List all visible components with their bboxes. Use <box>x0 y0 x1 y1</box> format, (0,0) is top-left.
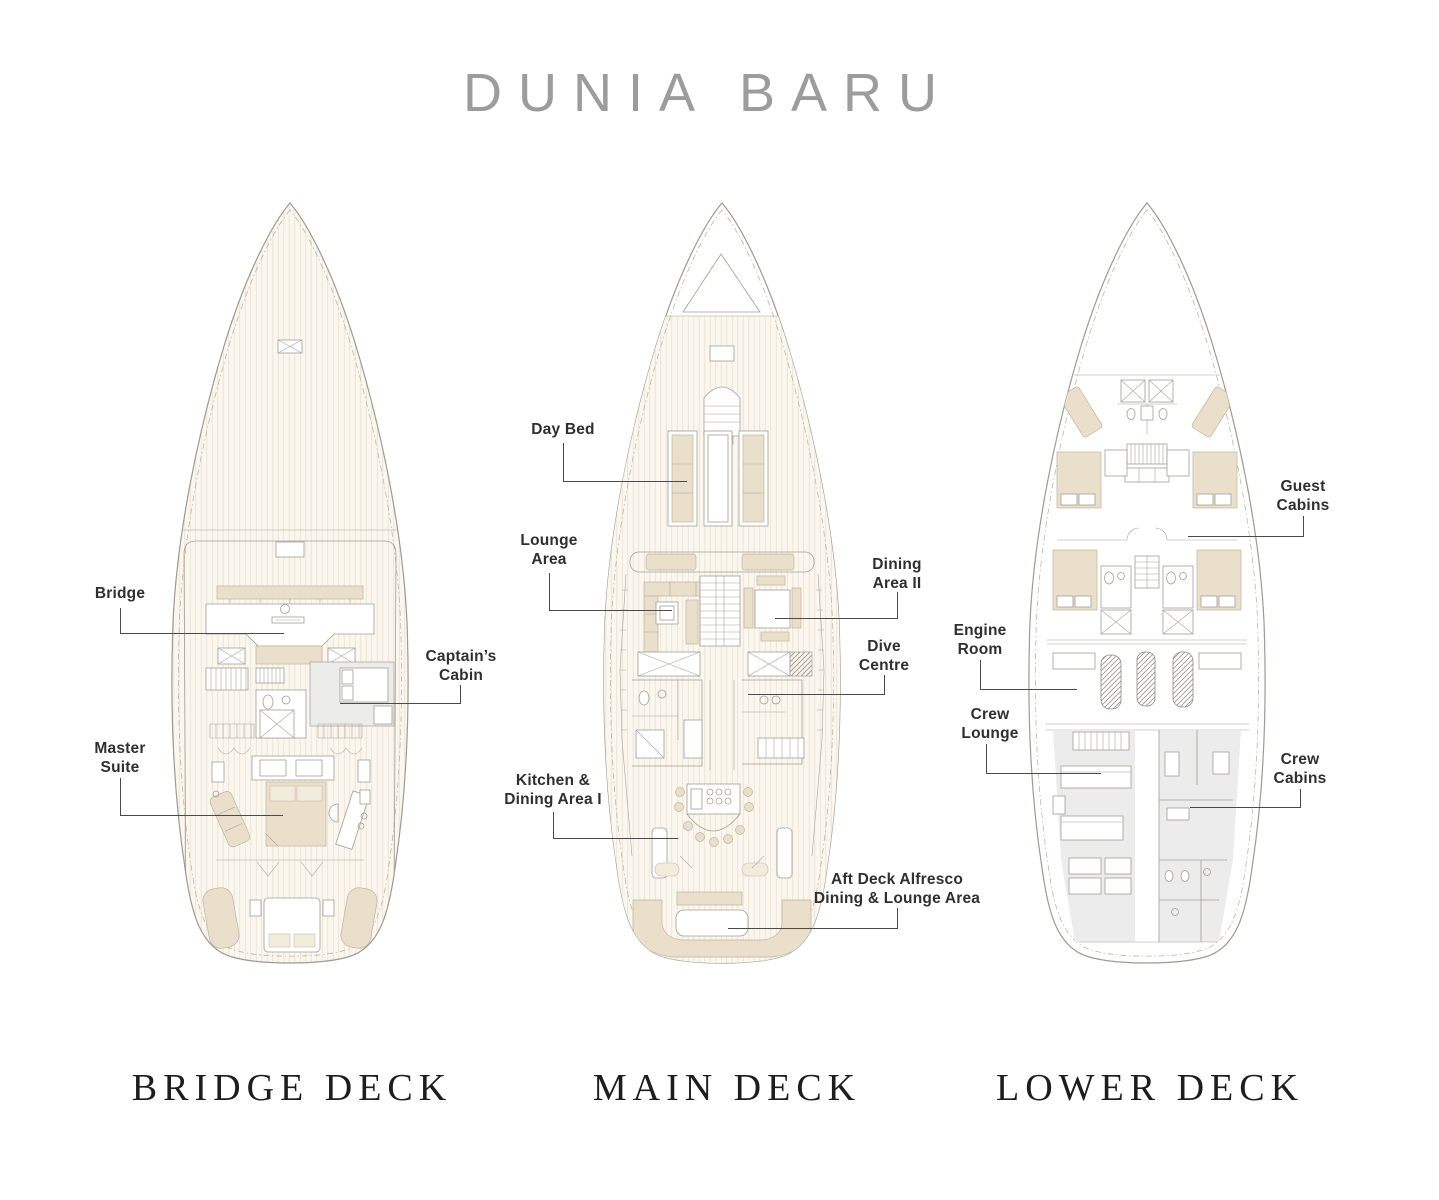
deck-figure-lower <box>1017 200 1277 970</box>
leader-dining-area-2 <box>775 592 898 619</box>
crew-area-starboard <box>1159 730 1241 942</box>
callout-kitchen-dining-1: Kitchen & Dining Area I <box>504 772 602 808</box>
lower-deck-interior <box>1045 374 1249 943</box>
callout-lounge-area: Lounge Area <box>520 532 578 568</box>
callout-crew-lounge: Crew Lounge <box>961 706 1019 742</box>
callout-captains-cabin: Captain’s Cabin <box>425 648 497 684</box>
bridge-deck-plan <box>171 202 409 964</box>
callout-dining-area-2: Dining Area II <box>872 556 922 592</box>
callout-guest-cabins: Guest Cabins <box>1276 478 1330 514</box>
main-deck-interior <box>619 253 825 958</box>
deck-figure-bridge <box>160 200 420 970</box>
leader-crew-cabins <box>1190 789 1301 808</box>
leader-guest-cabins <box>1188 516 1304 537</box>
leader-captains-cabin <box>340 685 461 704</box>
callout-dive-centre: Dive Centre <box>858 638 910 674</box>
bridge-deck-interior <box>174 339 406 953</box>
leader-aft-deck <box>728 908 898 929</box>
leader-crew-lounge <box>986 744 1101 774</box>
main-deck-plan <box>603 202 841 964</box>
callout-day-bed: Day Bed <box>531 421 595 438</box>
engine <box>1172 651 1194 708</box>
leader-lounge-area <box>549 573 672 611</box>
callout-engine-room: Engine Room <box>953 622 1007 658</box>
deck-caption-main: MAIN DECK <box>592 1067 862 1109</box>
leader-day-bed <box>563 443 687 482</box>
hull-outline <box>171 202 409 964</box>
callout-bridge: Bridge <box>94 585 146 602</box>
engine <box>1136 651 1156 707</box>
leader-engine-room <box>980 660 1077 690</box>
lower-deck-plan <box>1028 202 1266 964</box>
deck-caption-lower: LOWER DECK <box>995 1067 1305 1109</box>
callout-master-suite: Master Suite <box>94 740 146 776</box>
leader-bridge <box>120 608 284 634</box>
callout-aft-deck: Aft Deck Alfresco Dining & Lounge Area <box>813 871 981 907</box>
engine <box>1100 654 1122 710</box>
bow-skylight <box>682 253 761 313</box>
deck-figure-main <box>592 200 852 970</box>
leader-kitchen-dining-1 <box>553 812 678 839</box>
yacht-name-title: DUNIA BARU <box>462 63 954 123</box>
leader-dive-centre <box>748 675 885 695</box>
leader-master-suite <box>120 778 283 816</box>
deck-caption-bridge: BRIDGE DECK <box>131 1067 453 1109</box>
callout-crew-cabins: Crew Cabins <box>1273 751 1327 787</box>
